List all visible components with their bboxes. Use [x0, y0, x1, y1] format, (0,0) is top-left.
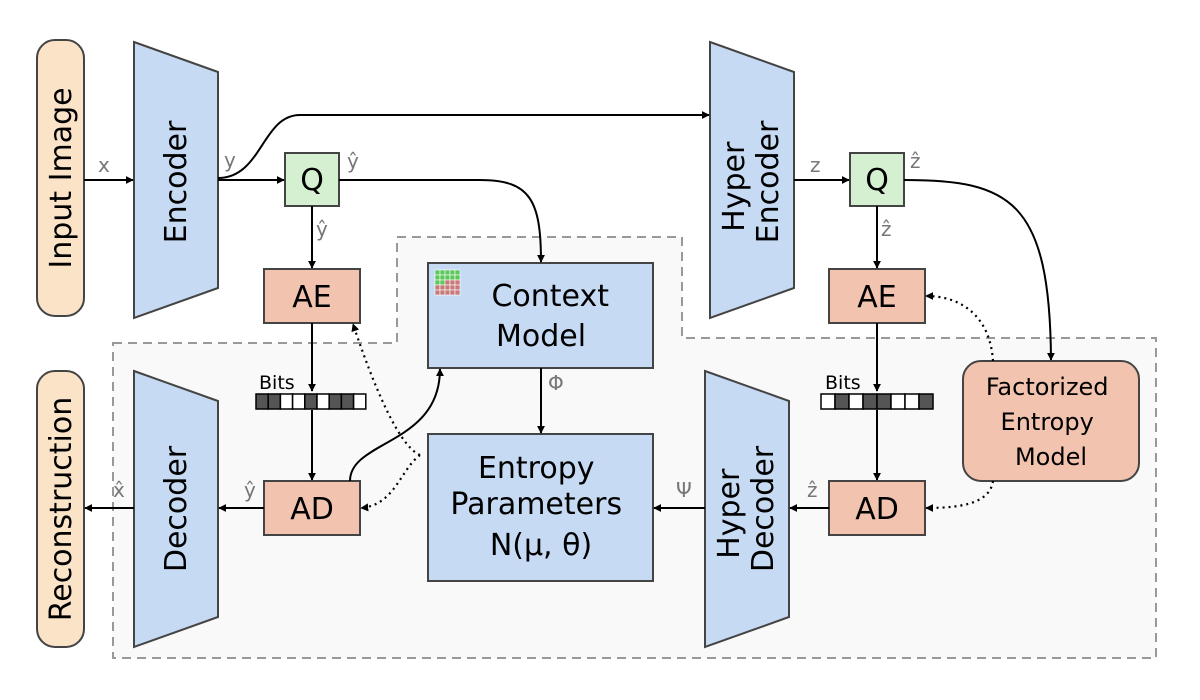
bits-hyper-label: Bits	[825, 372, 861, 394]
context-grid-cell	[434, 269, 441, 276]
ad-main-label: AD	[290, 492, 334, 527]
reconstruction-label: Reconstruction	[44, 397, 79, 622]
quantizer-main: Q	[284, 152, 340, 207]
context-grid-cell	[439, 269, 446, 276]
bit-cell	[316, 393, 330, 410]
quantizer-main-label: Q	[300, 163, 324, 198]
bit-cell	[848, 393, 864, 410]
context-grid-cell	[434, 289, 441, 296]
arrow-y-to-hyper-encoder	[217, 111, 710, 179]
bit-cell	[304, 393, 318, 410]
dotted-factorized-to-ae-hyper	[925, 292, 995, 362]
symbol-z-hat-ae: ẑ	[881, 217, 892, 241]
entropy-parameters-block: Entropy Parameters N(μ, θ)	[427, 433, 654, 582]
bit-cell	[890, 393, 906, 410]
context-grid-cell	[454, 269, 461, 276]
context-grid-cell	[444, 269, 451, 276]
bit-cell	[340, 393, 355, 410]
context-grid-cell	[439, 274, 446, 281]
decoder-block: Decoder	[133, 369, 219, 649]
bit-cell	[834, 393, 850, 410]
context-grid-cell	[444, 284, 451, 291]
arrow-ad-to-context-model	[349, 368, 444, 482]
ad-hyper-label: AD	[855, 492, 899, 527]
bitstream-main	[255, 393, 367, 410]
arithmetic-encoder-main: AE	[263, 268, 361, 324]
decoder-label: Decoder	[159, 445, 194, 572]
arithmetic-encoder-hyper: AE	[828, 268, 926, 324]
hyper-encoder-label: Hyper Encoder	[717, 120, 786, 243]
context-grid-cell	[434, 284, 441, 291]
hyper-decoder-label: Hyper Decoder	[712, 445, 781, 572]
hyper-decoder-block: Hyper Decoder	[704, 369, 790, 649]
encoder-block: Encoder	[133, 40, 219, 320]
bit-cell	[291, 393, 306, 410]
context-grid-cell	[449, 284, 456, 291]
symbol-x-hat: x̂	[113, 478, 125, 502]
symbol-y: y	[224, 148, 236, 172]
symbol-z-hat-ad: ẑ	[807, 478, 818, 502]
symbol-phi: Φ	[548, 371, 564, 395]
bit-cell	[279, 393, 294, 410]
dotted-entropy-to-ad-main	[360, 454, 421, 512]
arrow-q-to-factorized-model	[903, 179, 1055, 361]
context-grid-cell	[454, 274, 461, 281]
input-image-block: Input Image	[36, 39, 85, 317]
arrow-q-to-context-model	[339, 179, 545, 263]
context-model-label: Context Model	[491, 279, 618, 354]
reconstruction-block: Reconstruction	[36, 370, 85, 648]
arithmetic-decoder-main: AD	[263, 480, 361, 536]
bits-main-label: Bits	[259, 372, 295, 394]
context-grid-cell	[444, 279, 451, 286]
input-image-label: Input Image	[44, 87, 79, 268]
bitstream-hyper	[820, 393, 934, 410]
context-grid-cell	[454, 289, 461, 296]
bit-cell	[918, 393, 934, 410]
context-grid-cell	[439, 289, 446, 296]
symbol-x: x	[98, 153, 110, 177]
context-grid-cell	[434, 279, 441, 286]
context-grid-cell	[439, 284, 446, 291]
context-grid-icon	[434, 269, 461, 296]
bit-cell	[352, 393, 367, 410]
symbol-y-hat-ae: ŷ	[316, 217, 328, 241]
context-grid-cell	[444, 289, 451, 296]
context-grid-cell	[449, 274, 456, 281]
context-grid-cell	[454, 284, 461, 291]
hyper-encoder-block: Hyper Encoder	[709, 40, 795, 320]
dotted-factorized-to-ad-hyper	[925, 480, 995, 512]
symbol-z-hat-q: ẑ	[910, 149, 921, 173]
bit-cell	[267, 393, 282, 410]
context-model-block: Context Model	[427, 262, 654, 369]
entropy-parameters-label: Entropy Parameters N(μ, θ)	[450, 451, 631, 563]
factorized-entropy-model-label: Factorized Entropy Model	[986, 373, 1116, 471]
ae-hyper-label: AE	[857, 280, 896, 315]
bit-cell	[820, 393, 836, 410]
bit-cell	[255, 393, 269, 410]
context-grid-cell	[434, 274, 441, 281]
bit-cell	[328, 393, 343, 410]
bit-cell	[904, 393, 920, 410]
context-grid-cell	[439, 279, 446, 286]
context-grid-cell	[449, 279, 456, 286]
context-grid-cell	[454, 279, 461, 286]
symbol-psi: Ψ	[676, 478, 692, 502]
bit-cell	[876, 393, 892, 410]
quantizer-hyper-label: Q	[865, 163, 889, 198]
context-grid-cell	[444, 274, 451, 281]
ae-main-label: AE	[292, 280, 331, 315]
arithmetic-decoder-hyper: AD	[828, 480, 926, 536]
symbol-z: z	[810, 153, 821, 177]
factorized-entropy-model-block: Factorized Entropy Model	[962, 360, 1140, 482]
quantizer-hyper: Q	[849, 152, 905, 207]
bit-cell	[862, 393, 878, 410]
encoder-label: Encoder	[159, 120, 194, 243]
context-grid-cell	[449, 289, 456, 296]
symbol-y-hat-q: ŷ	[347, 149, 359, 173]
symbol-y-hat-ad: ŷ	[244, 478, 256, 502]
context-grid-cell	[449, 269, 456, 276]
